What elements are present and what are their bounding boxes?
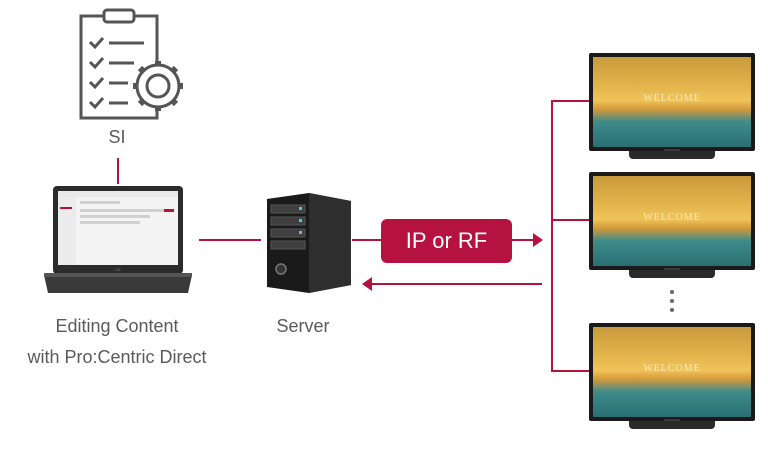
server-icon xyxy=(257,193,353,293)
tv-display-1: WELCOME xyxy=(589,53,755,163)
checklist-gear-icon xyxy=(76,8,186,123)
tv-bus-branch-1 xyxy=(551,100,592,102)
si-connector xyxy=(117,158,119,184)
arrow-right-icon xyxy=(533,233,543,247)
tv-bus-vertical xyxy=(551,100,553,372)
laptop-label-line2: with Pro:Centric Direct xyxy=(27,347,207,367)
tv-welcome-text: WELCOME xyxy=(643,363,701,374)
forward-arrow-line xyxy=(511,239,535,241)
tv-display-2: WELCOME xyxy=(589,172,755,282)
laptop-label-line1: Editing Content xyxy=(55,316,179,336)
laptop-server-connector xyxy=(199,239,261,241)
server-label: Server xyxy=(276,316,330,336)
laptop-icon: LG xyxy=(44,185,192,295)
tv-welcome-text: WELCOME xyxy=(643,212,701,223)
return-arrow-line xyxy=(372,283,542,285)
tv-display-3: WELCOME xyxy=(589,323,755,433)
ellipsis-vertical-icon xyxy=(670,290,674,317)
tv-bus-branch-3 xyxy=(551,370,592,372)
si-label: SI xyxy=(108,127,126,147)
server-badge-connector xyxy=(352,239,382,241)
tv-welcome-text: WELCOME xyxy=(643,93,701,104)
connection-badge: IP or RF xyxy=(381,219,512,263)
arrow-left-icon xyxy=(362,277,372,291)
tv-bus-branch-2 xyxy=(551,219,592,221)
svg-text:LG: LG xyxy=(115,267,120,272)
